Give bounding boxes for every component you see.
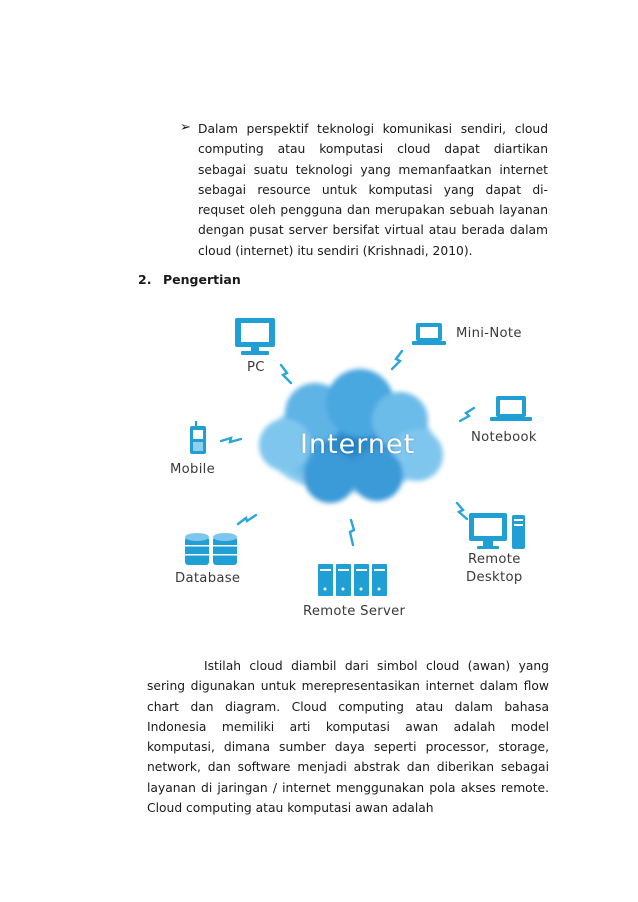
pc-link-arrow [279,363,293,385]
section-number: 2. [138,272,152,287]
bullet-item: ➢ Dalam perspektif teknologi komunikasi … [180,119,548,261]
body-paragraph: Istilah cloud diambil dari simbol cloud … [147,656,549,818]
arrow-bullet-icon: ➢ [180,120,191,135]
database-label: Database [175,571,241,586]
paragraph-text: Istilah cloud diambil dari simbol cloud … [147,659,549,816]
mini-note-label: Mini-Note [456,326,522,341]
section-title: Pengertian [163,272,241,287]
mobile-label: Mobile [170,462,216,477]
mini-note-link-arrow [390,349,404,371]
notebook-link-arrow [458,406,476,423]
remote-desktop-link-arrow [455,501,469,521]
remote-server-icon [318,564,387,596]
database-icon [185,533,237,565]
pc-icon [235,318,275,355]
mobile-icon [190,421,206,454]
bullet-text: Dalam perspektif teknologi komunikasi se… [198,122,548,258]
remote-desktop-label-line1: Remote [468,552,521,567]
section-heading: 2. Pengertian [138,272,241,287]
notebook-icon [490,396,532,421]
remote-desktop-icon [469,513,525,549]
mini-note-icon [412,323,446,345]
cloud-label: Internet [300,429,416,460]
remote-server-label: Remote Server [303,604,406,619]
diagram-graphics [185,318,532,596]
pc-label: PC [247,360,265,375]
database-link-arrow [236,513,258,526]
mobile-link-arrow [219,436,243,444]
internet-diagram: Internet PC Mini-Note Notebook Mobile Re… [155,305,555,630]
connection-arrows [219,349,476,547]
remote-server-link-arrow [348,518,356,547]
cloud-icon [259,369,443,503]
notebook-label: Notebook [471,430,537,445]
remote-desktop-label-line2: Desktop [466,570,523,585]
